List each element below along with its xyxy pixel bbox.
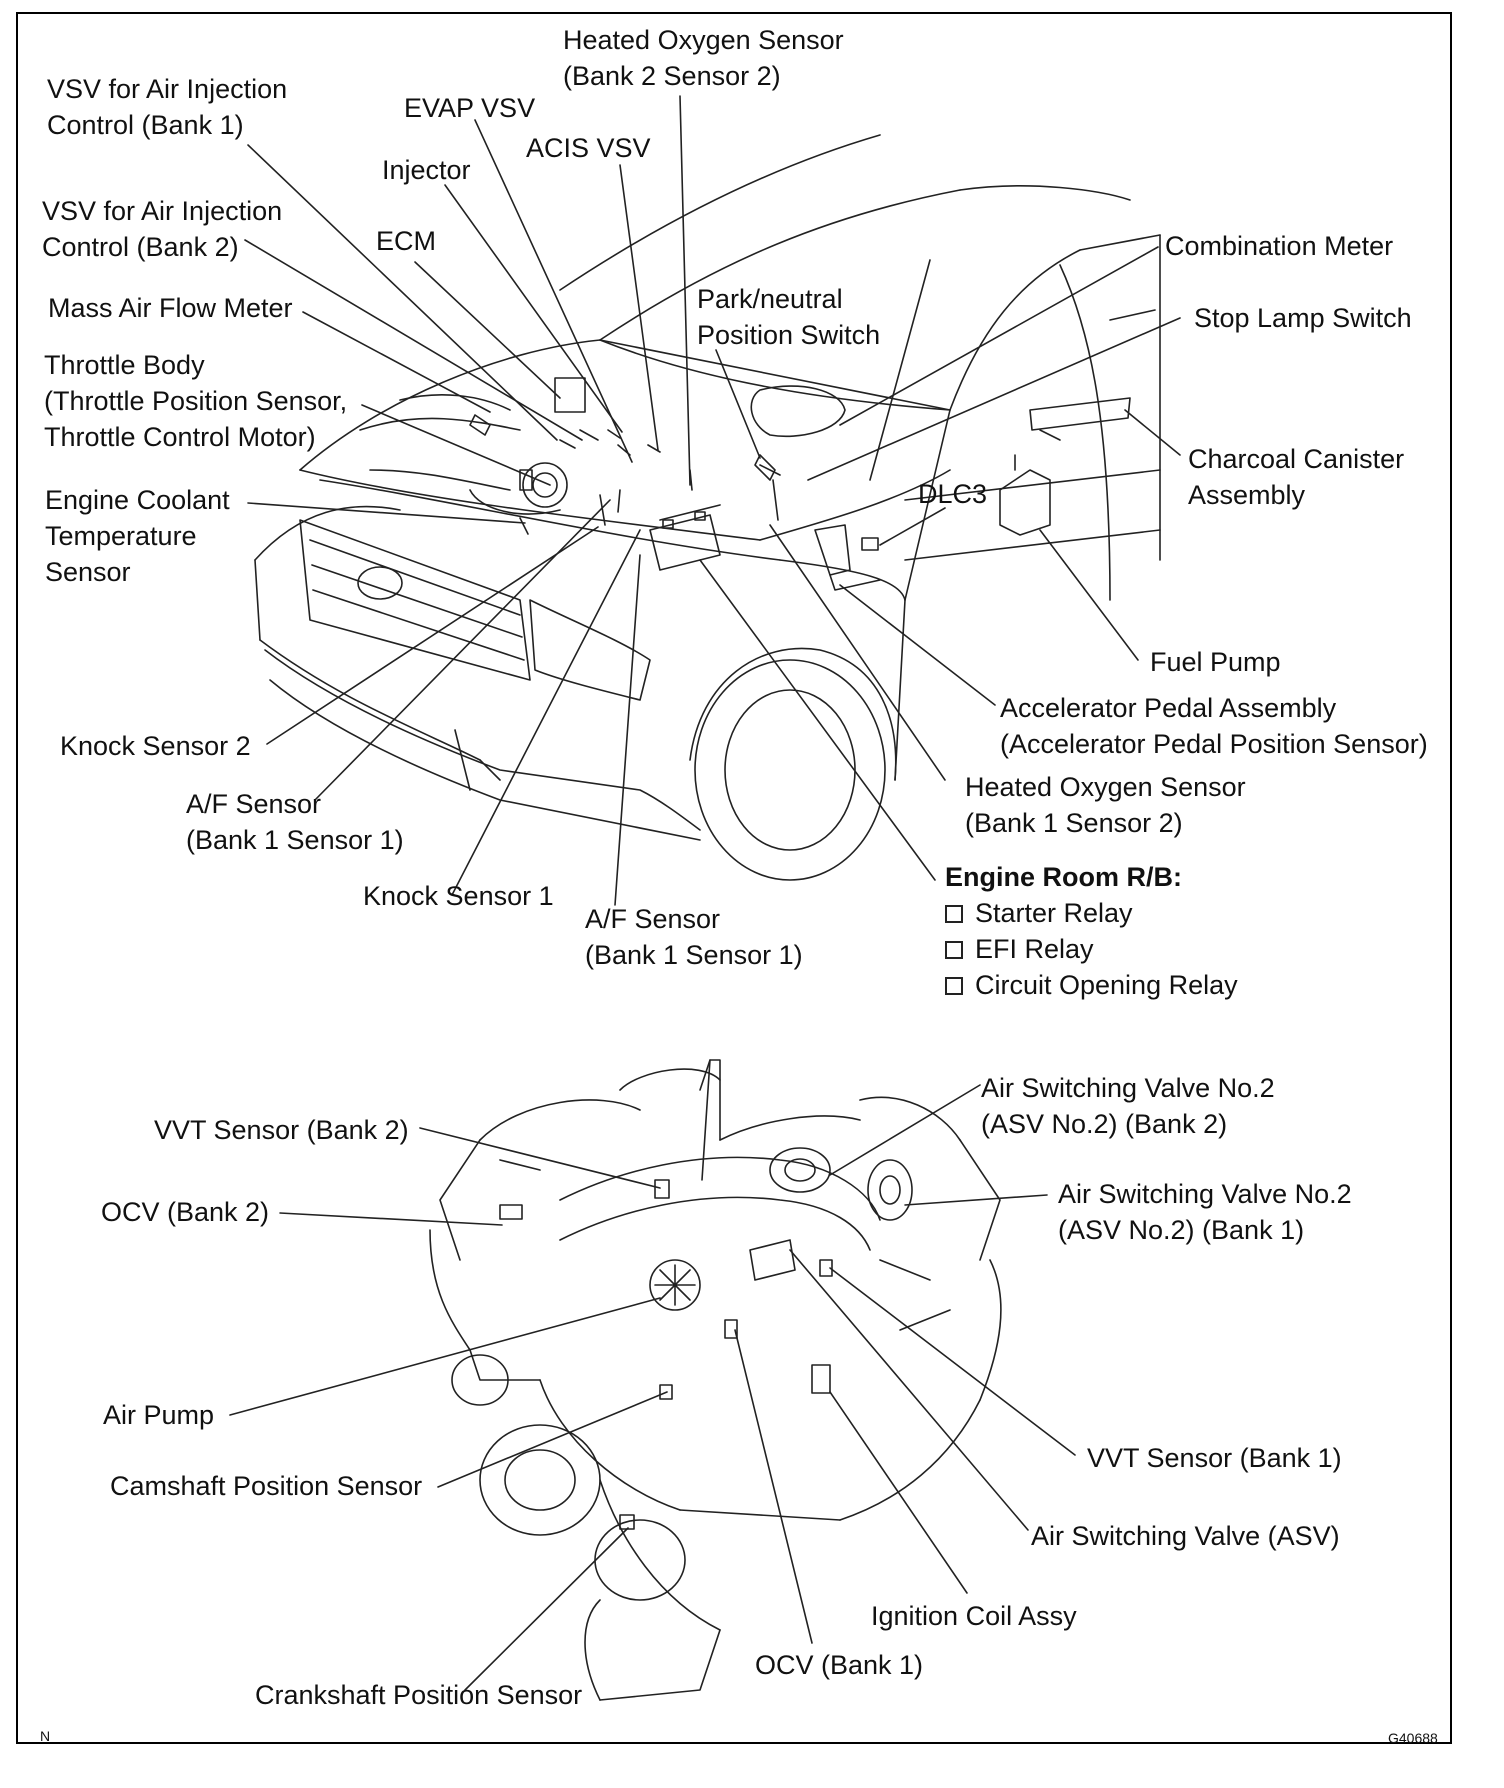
label-acis-vsv: ACIS VSV — [526, 133, 651, 163]
label-asv2-bank2: Air Switching Valve No.2(ASV No.2) (Bank… — [981, 1073, 1275, 1139]
label-heated-o2-b2s2: Heated Oxygen Sensor(Bank 2 Sensor 2) — [563, 25, 844, 91]
label-asv2-bank1: Air Switching Valve No.2(ASV No.2) (Bank… — [1058, 1179, 1352, 1245]
label-accelerator-pedal-assembly: Accelerator Pedal Assembly(Accelerator P… — [1000, 693, 1428, 759]
label-af-sensor-left: A/F Sensor(Bank 1 Sensor 1) — [186, 789, 404, 855]
label-throttle-body: Throttle Body(Throttle Position Sensor,T… — [44, 350, 348, 452]
figure-id: G40688 — [1388, 1730, 1438, 1746]
relay-item: Circuit Opening Relay — [945, 967, 1238, 1003]
label-mass-air-flow-meter: Mass Air Flow Meter — [48, 293, 293, 323]
label-engine-room-rb: Engine Room R/B: Starter Relay EFI Relay… — [945, 859, 1238, 1003]
label-ocv-bank1: OCV (Bank 1) — [755, 1650, 924, 1680]
checkbox-square-icon — [945, 941, 963, 959]
label-air-switching-valve: Air Switching Valve (ASV) — [1031, 1521, 1340, 1551]
vehicle-outline — [254, 134, 1161, 881]
corner-mark: N — [40, 1728, 51, 1744]
label-vvt-sensor-bank2: VVT Sensor (Bank 2) — [154, 1115, 409, 1145]
relay-item: EFI Relay — [945, 931, 1238, 967]
checkbox-square-icon — [945, 905, 963, 923]
label-dlc3: DLC3 — [918, 479, 988, 509]
label-injector: Injector — [382, 155, 471, 185]
checkbox-square-icon — [945, 977, 963, 995]
label-af-sensor-center: A/F Sensor(Bank 1 Sensor 1) — [585, 904, 803, 970]
label-air-pump: Air Pump — [103, 1400, 215, 1430]
label-stop-lamp-switch: Stop Lamp Switch — [1194, 303, 1412, 333]
engine-room-rb-title: Engine Room R/B: — [945, 862, 1182, 892]
leader-lines — [229, 95, 1181, 1691]
label-heated-o2-b1s2: Heated Oxygen Sensor(Bank 1 Sensor 2) — [965, 772, 1246, 838]
label-camshaft-position-sensor: Camshaft Position Sensor — [110, 1471, 423, 1501]
label-knock-sensor-2: Knock Sensor 2 — [60, 731, 251, 761]
label-ignition-coil-assy: Ignition Coil Assy — [871, 1601, 1077, 1631]
engine-outline — [429, 1059, 1002, 1701]
label-evap-vsv: EVAP VSV — [404, 93, 536, 123]
relay-item: Starter Relay — [945, 895, 1238, 931]
label-combination-meter: Combination Meter — [1165, 231, 1394, 261]
diagram-frame — [16, 12, 1452, 1744]
label-crankshaft-position-sensor: Crankshaft Position Sensor — [255, 1680, 583, 1710]
label-vvt-sensor-bank1: VVT Sensor (Bank 1) — [1087, 1443, 1342, 1473]
label-fuel-pump: Fuel Pump — [1150, 647, 1281, 677]
label-ecm: ECM — [376, 226, 436, 256]
label-knock-sensor-1: Knock Sensor 1 — [363, 881, 554, 911]
label-ocv-bank2: OCV (Bank 2) — [101, 1197, 270, 1227]
